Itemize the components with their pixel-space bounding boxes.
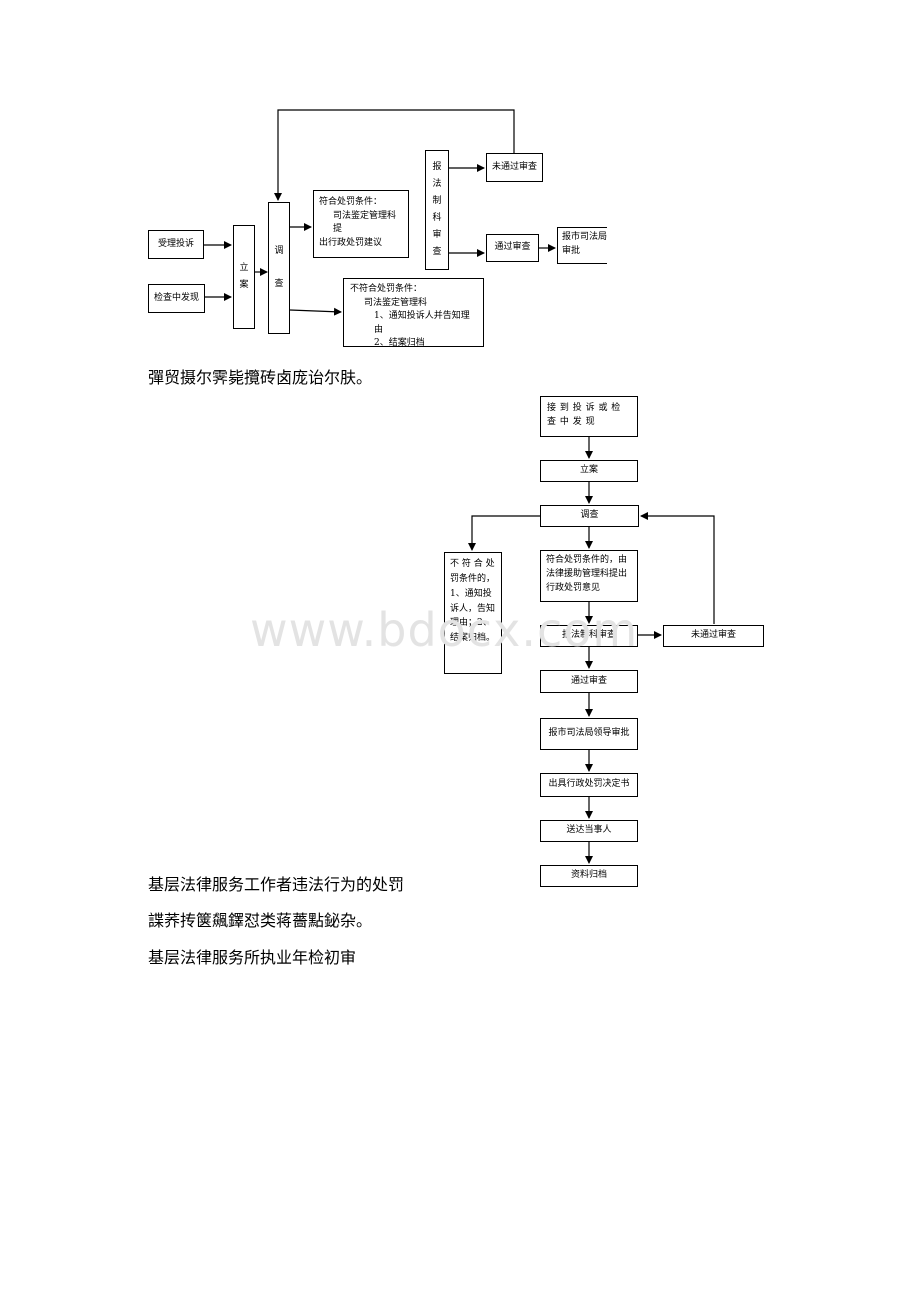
not-passed-label: 未通过审查 — [491, 161, 537, 172]
report-bureau-line-2: 审批 — [562, 245, 581, 256]
legal-review-char-3: 制 — [432, 195, 442, 206]
filing-box-2: 立案 — [540, 460, 638, 482]
investigation-label-2: 调查 — [580, 510, 599, 521]
decision-box: 出具行政处罚决定书 — [540, 773, 638, 797]
investigation-char-1: 调 — [274, 245, 284, 256]
qualified-box: 符合处罚条件： 司法鉴定管理科提 出行政处罚建议 — [313, 190, 409, 258]
deliver-box: 送达当事人 — [540, 820, 638, 842]
legal-review-char-4: 科 — [432, 213, 442, 223]
receive-box: 接 到 投 诉 或 检 查 中 发 现 — [540, 396, 638, 437]
qualified-line-1: 符合处罚条件： — [319, 197, 383, 207]
not-passed-box: 未通过审查 — [486, 153, 543, 182]
flowchart-2-connectors — [468, 437, 715, 864]
passed-box: 通过审查 — [486, 234, 539, 262]
legal-review-box: 报 法 制 科 审 查 — [425, 150, 449, 270]
inspection-found-box: 检查中发现 — [148, 284, 205, 313]
garbled-text-line-1: 彈贸摄尔霁毙攬砖卤庞诒尔肤。 — [148, 368, 373, 387]
report-leader-box: 报市司法局领导审批 — [540, 718, 638, 750]
accept-complaint-label: 受理投诉 — [157, 238, 194, 249]
archive-box: 资料归档 — [540, 865, 638, 887]
not-passed-label-2: 未通过审查 — [690, 630, 736, 641]
filing-char-1: 立 — [239, 262, 249, 273]
report-leader-label: 报市司法局领导审批 — [548, 728, 630, 739]
legal-review-box-2: 报法制科审查 — [540, 625, 638, 647]
report-bureau-line-1: 报市司法局 — [562, 232, 608, 242]
passed-label: 通过审查 — [494, 242, 531, 253]
legal-review-char-5: 审 — [432, 230, 442, 241]
passed-label-2: 通过审查 — [570, 675, 607, 686]
unqualified-box: 不符合处罚条件： 司法鉴定管理科 1、通知投诉人并告知理由 2、结案归档 — [343, 278, 484, 348]
accept-complaint-box: 受理投诉 — [148, 230, 204, 259]
investigation-box: 调 查 — [268, 202, 290, 334]
not-passed-box-2: 未通过审查 — [663, 625, 764, 647]
unqualified-box-2: 不 符 合 处 罚条件的，1、通知投诉人，告知理由；2、结案归档。 — [444, 552, 502, 674]
qualified-line-2: 司法鉴定管理科提 — [333, 210, 397, 235]
heading-penalty: 基层法律服务工作者违法行为的处罚 — [148, 875, 405, 894]
inspection-found-label: 检查中发现 — [153, 292, 199, 303]
investigation-box-2: 调查 — [540, 505, 639, 527]
unqualified-line-3: 1、通知投诉人并告知理由 — [374, 311, 470, 335]
legal-review-label-2: 报法制科审查 — [561, 630, 616, 641]
garbled-text-line-2: 諜荞抟箧飆鐸怼类蒋薔點鉍杂。 — [148, 911, 373, 930]
qualified-line-3: 出行政处罚建议 — [319, 237, 383, 248]
legal-review-char-2: 法 — [432, 178, 442, 189]
legal-review-char-6: 查 — [432, 247, 442, 258]
qualified-box-2: 符合处罚条件的，由法律援助管理科提出行政处罚意见 — [540, 550, 638, 602]
flowchart-1-connectors — [204, 109, 556, 316]
filing-box: 立 案 — [233, 225, 255, 329]
unqualified-line-4: 2、结案归档 — [374, 338, 425, 348]
legal-review-char-1: 报 — [432, 161, 442, 172]
heading-annual-inspection: 基层法律服务所执业年检初审 — [148, 948, 357, 967]
archive-label: 资料归档 — [570, 870, 607, 881]
filing-label-2: 立案 — [579, 465, 598, 476]
filing-char-2: 案 — [239, 280, 249, 290]
receive-label: 接 到 投 诉 或 检 查 中 发 现 — [547, 403, 621, 427]
qualified-label-2: 符合处罚条件的，由法律援助管理科提出行政处罚意见 — [546, 555, 628, 593]
unqualified-label-2: 不 符 合 处 罚条件的，1、通知投诉人，告知理由；2、结案归档。 — [450, 559, 496, 644]
passed-box-2: 通过审查 — [540, 670, 638, 693]
unqualified-line-2: 司法鉴定管理科 — [364, 297, 428, 308]
unqualified-line-1: 不符合处罚条件： — [350, 284, 423, 294]
decision-label: 出具行政处罚决定书 — [548, 779, 630, 790]
investigation-char-2: 查 — [274, 279, 284, 289]
report-bureau-box: 报市司法局 审批 — [557, 227, 607, 264]
deliver-label: 送达当事人 — [566, 825, 612, 836]
